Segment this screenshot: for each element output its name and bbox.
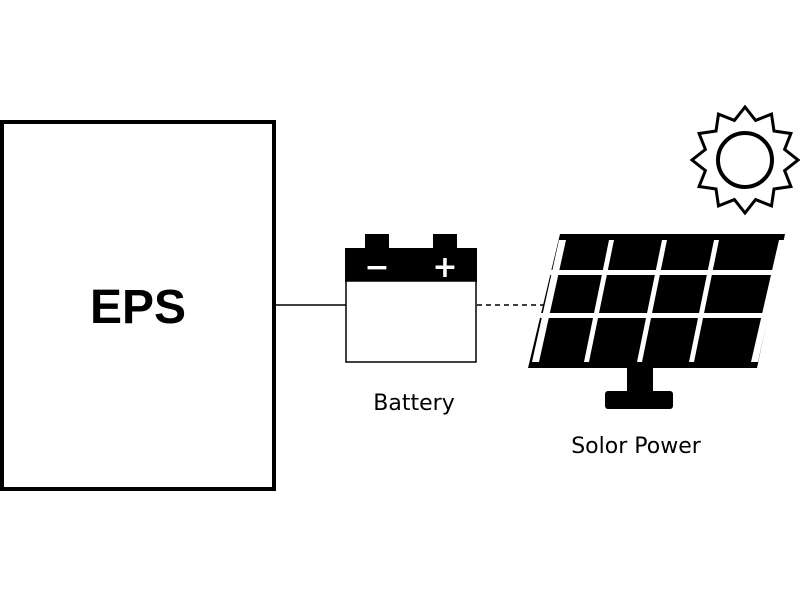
battery-top-band	[345, 248, 477, 282]
eps-node: EPS	[0, 120, 276, 491]
eps-box	[0, 120, 276, 491]
eps-label: EPS	[90, 281, 186, 334]
sun-core	[716, 131, 774, 189]
solar-panel-frame	[528, 234, 785, 368]
solar-panel-icon	[528, 234, 785, 409]
sun-icon	[689, 104, 800, 216]
battery-label: Battery	[373, 391, 454, 416]
battery-negative-sign: −	[364, 250, 389, 285]
battery-terminal-negative	[365, 234, 389, 250]
solar-panel-cells	[532, 240, 785, 362]
solar-panel-base	[605, 391, 673, 409]
solar-panel-post	[627, 366, 653, 394]
battery-terminal-positive	[433, 234, 457, 250]
battery-icon: − +	[345, 234, 477, 363]
battery-positive-sign: +	[432, 250, 457, 285]
battery-body	[345, 280, 477, 363]
sun-rays	[689, 104, 800, 216]
solar-label: Solor Power	[571, 434, 702, 459]
